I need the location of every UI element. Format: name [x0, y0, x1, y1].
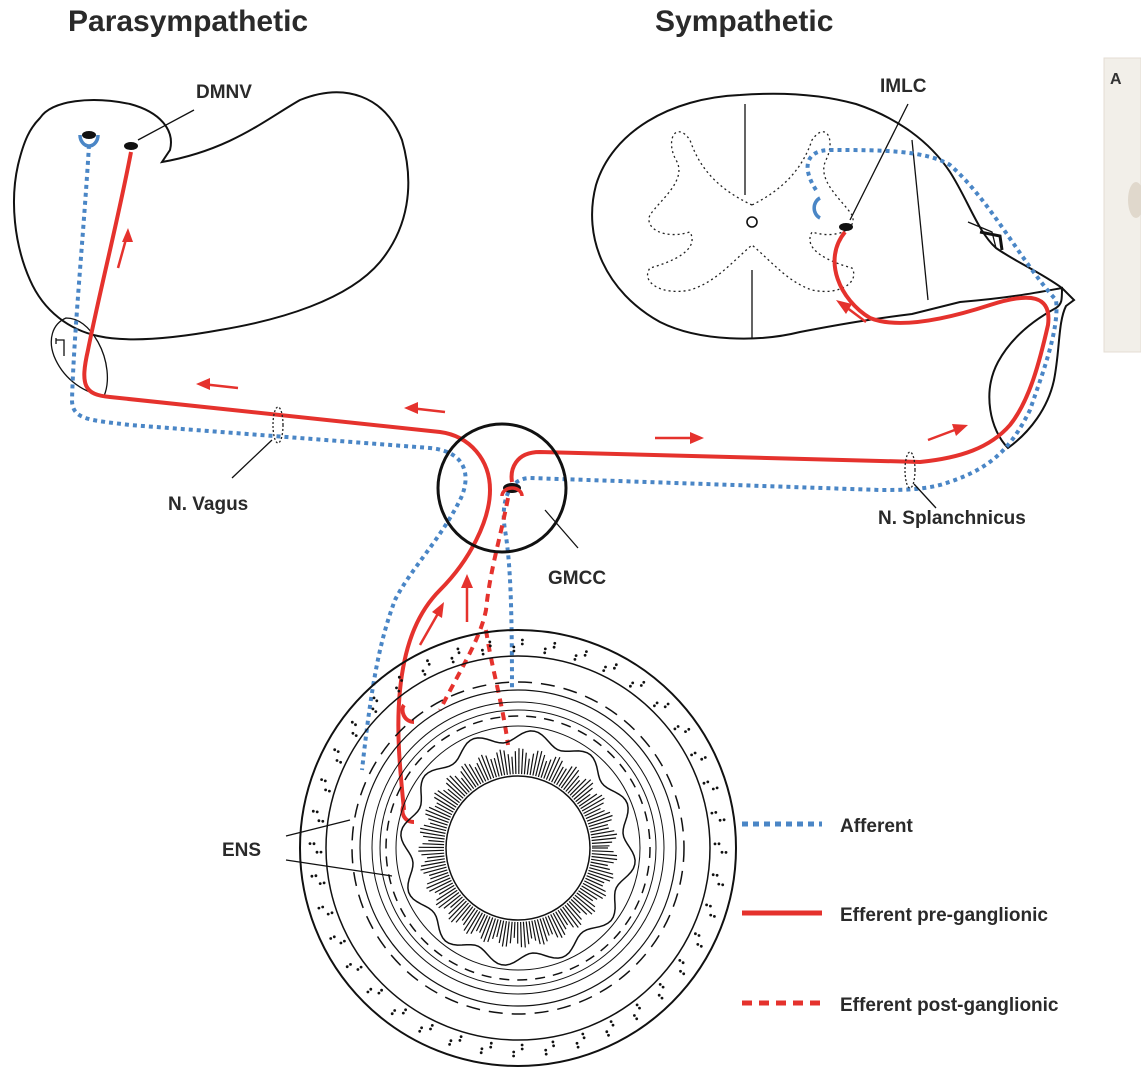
direction-arrows — [118, 228, 968, 645]
title-sympathetic: Sympathetic — [655, 5, 833, 38]
title-parasympathetic: Parasympathetic — [68, 5, 308, 38]
legend-label-efferent-pre: Efferent pre-ganglionic — [840, 905, 1048, 926]
nerve-section-markers — [273, 407, 915, 488]
afferent-ending-dot — [82, 131, 96, 139]
label-ens: ENS — [222, 840, 261, 861]
afferent-fibers — [72, 145, 1057, 770]
legend-label-efferent-post: Efferent post-ganglionic — [840, 995, 1059, 1016]
label-dmnv: DMNV — [196, 82, 252, 103]
label-gmcc: GMCC — [548, 568, 606, 589]
efferent-postganglionic-fibers — [440, 498, 508, 745]
lumen — [446, 776, 590, 920]
imlc-nucleus — [839, 223, 853, 231]
corner-photo-fragment: A — [1104, 58, 1141, 352]
gut-cross-section — [300, 630, 736, 1066]
label-vagus: N. Vagus — [168, 494, 248, 515]
legend-label-afferent: Afferent — [840, 816, 914, 837]
corner-letter: A — [1110, 71, 1122, 88]
label-splanchnicus: N. Splanchnicus — [878, 508, 1026, 529]
brainstem-section: DMNV — [14, 82, 408, 396]
legend: Afferent Efferent pre-ganglionic Efferen… — [742, 816, 1059, 1016]
label-imlc: IMLC — [880, 76, 927, 97]
dmnv-nucleus — [124, 142, 138, 150]
